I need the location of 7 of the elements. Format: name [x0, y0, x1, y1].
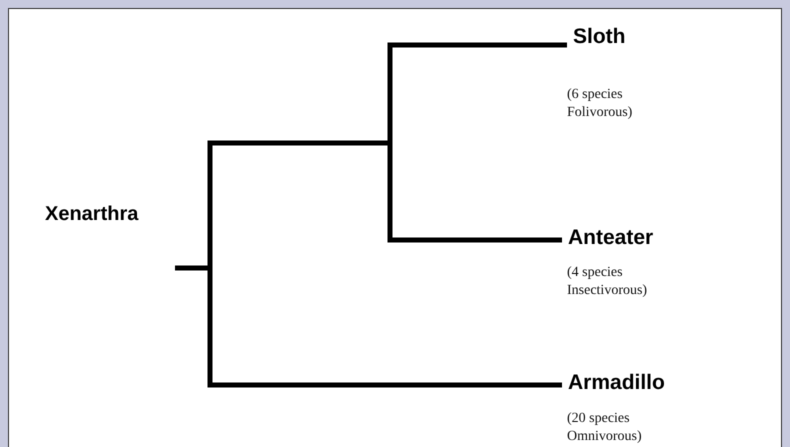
species-note: (6 species Folivorous) — [567, 86, 634, 122]
species-note: (4 species Insectivorous) — [567, 264, 648, 300]
species-note: (20 species Omnivorous) — [567, 410, 643, 446]
taxon-label: Armadillo — [568, 371, 665, 394]
taxon-label: Xenarthra — [45, 203, 138, 225]
taxon-label: Anteater — [568, 226, 654, 250]
taxon-label: Sloth — [573, 25, 626, 48]
